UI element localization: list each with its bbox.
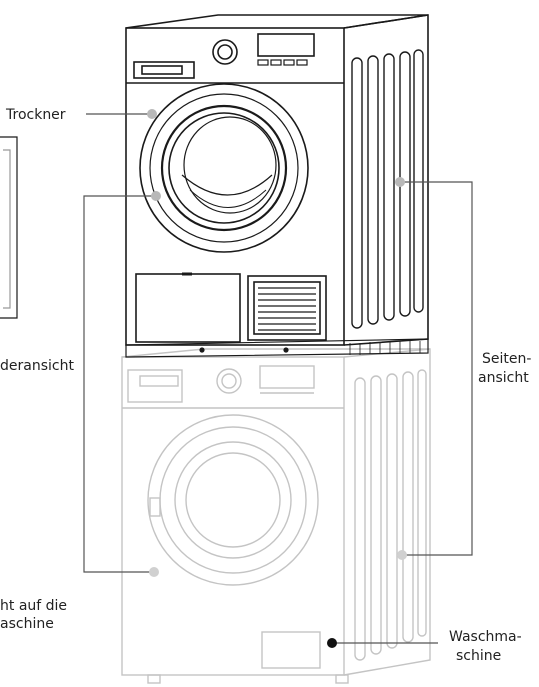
front-view-leader-line bbox=[83, 195, 156, 573]
front-view-label: deransicht bbox=[0, 358, 74, 374]
leader-markers bbox=[147, 109, 407, 648]
washer-label-line2: schine bbox=[456, 648, 501, 664]
washer-display bbox=[259, 365, 315, 389]
dryer-side-ribs bbox=[351, 49, 424, 329]
front-view-inset-partial bbox=[0, 136, 18, 319]
dryer-water-tank-drawer bbox=[133, 61, 195, 79]
dryer-front-panel bbox=[125, 27, 345, 346]
dryer-dial-icon bbox=[212, 39, 238, 65]
dryer-marker bbox=[147, 109, 157, 119]
washer-marker bbox=[327, 638, 337, 648]
side-view-label-line1: Seiten- bbox=[482, 351, 531, 367]
washer-front-panel bbox=[121, 356, 345, 676]
washer-dial-icon bbox=[216, 368, 242, 394]
dryer-display bbox=[257, 33, 315, 57]
front-view-lower-marker bbox=[149, 567, 159, 577]
side-view-lower-marker bbox=[397, 550, 407, 560]
washer-detergent-drawer bbox=[127, 369, 183, 403]
dryer-side-panel bbox=[343, 14, 429, 346]
dryer-illustration bbox=[125, 14, 429, 358]
side-view-label-line2: ansicht bbox=[478, 370, 529, 386]
side-view-upper-marker bbox=[395, 177, 405, 187]
washer-service-flap bbox=[261, 631, 321, 669]
stacking-base-plate bbox=[125, 338, 429, 358]
front-view-upper-marker bbox=[151, 191, 161, 201]
washer-side-ribs bbox=[354, 369, 427, 661]
washer-label-line1: Waschma- bbox=[449, 629, 522, 645]
dryer-vent-grille bbox=[247, 275, 327, 341]
leader-lines bbox=[83, 113, 473, 644]
dryer-filter-flap bbox=[135, 273, 241, 343]
washing-machine-illustration bbox=[121, 348, 431, 684]
dryer-door-icon bbox=[139, 83, 309, 253]
side-view-leader-line bbox=[400, 181, 473, 556]
washer-door-icon bbox=[147, 414, 319, 586]
washer-front-label-line1: ht auf die bbox=[0, 598, 67, 614]
dryer-label: Trockner bbox=[5, 107, 66, 123]
washer-front-label-line2: aschine bbox=[0, 616, 54, 632]
